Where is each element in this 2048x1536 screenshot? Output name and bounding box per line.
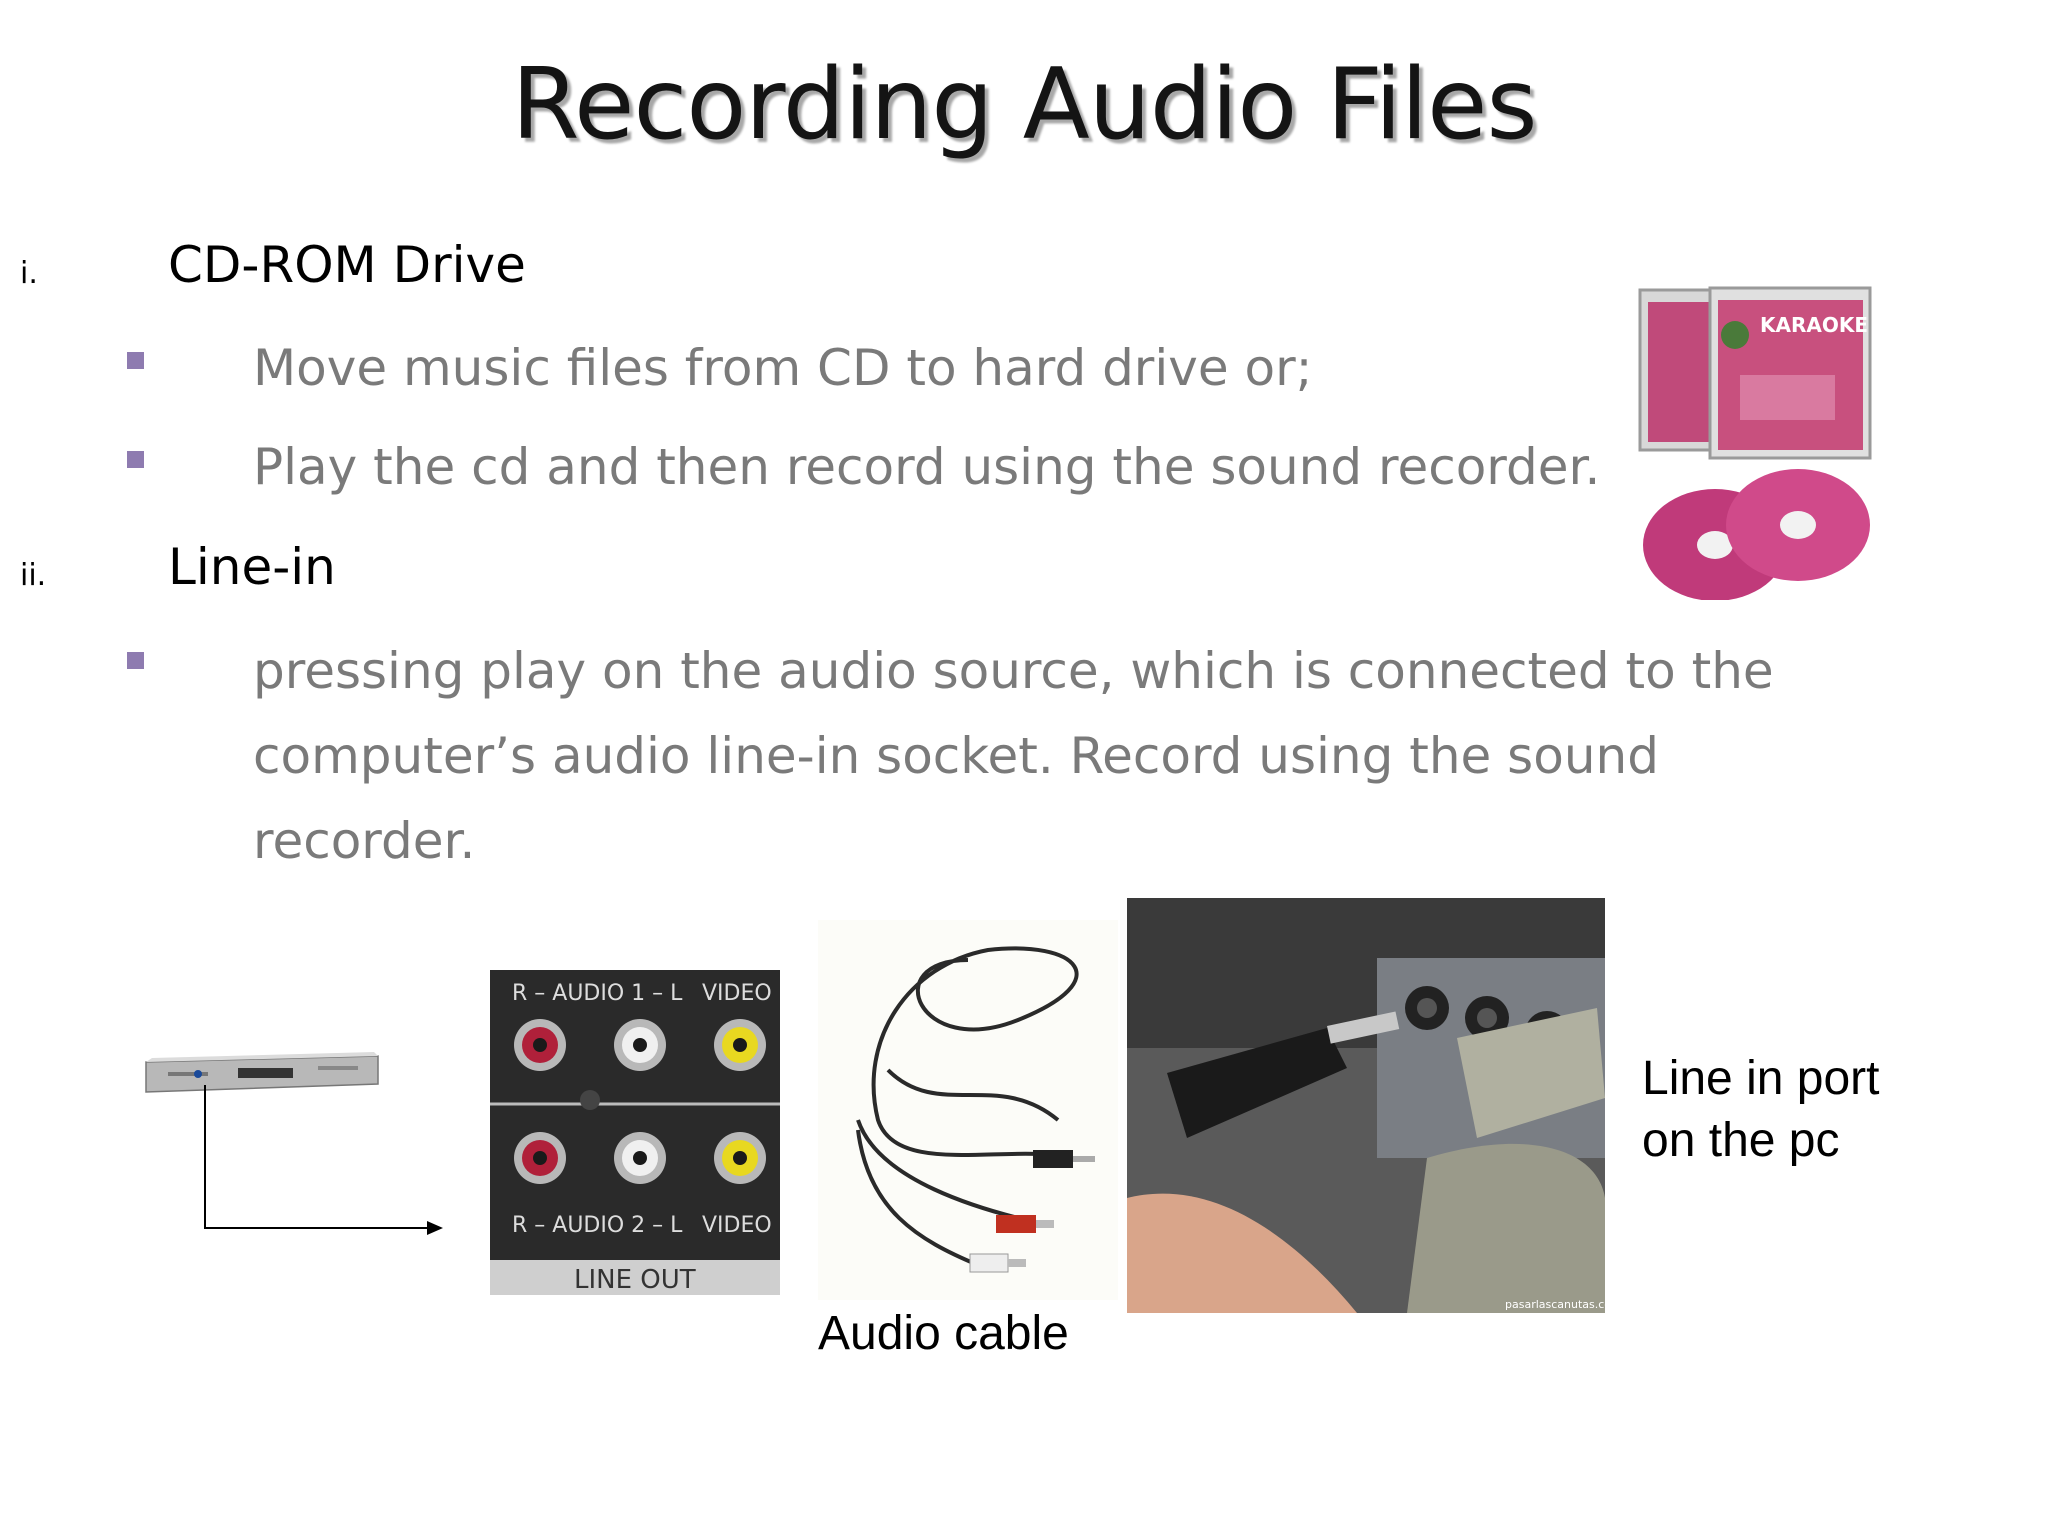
panel-label-line-out: LINE OUT [574, 1265, 696, 1295]
cd-label: KARAOKE [1760, 313, 1868, 337]
connection-arrow [204, 1085, 443, 1235]
panel-label-video2: VIDEO 2 [702, 1213, 780, 1238]
audio-cable-image [818, 920, 1118, 1300]
bullet-text: pressing play on the audio source, which… [253, 642, 1774, 870]
section-heading-1: CD-ROM Drive [168, 236, 526, 294]
slide-title: Recording Audio Files [511, 48, 1537, 162]
audio-cable-caption: Audio cable [818, 1307, 1069, 1360]
section-number-2: ii. [20, 558, 47, 593]
line-in-port-caption: Line in port on the pc [1642, 1052, 1880, 1167]
bullet-text: Play the cd and then record using the so… [253, 438, 1601, 496]
section-number-1: i. [20, 256, 38, 291]
line-out-panel-image: R – AUDIO 1 – L VIDEO 1 R – AUDIO 2 – L … [490, 970, 780, 1295]
panel-label-audio2: R – AUDIO 2 – L [512, 1213, 683, 1238]
rca-jacks [514, 1019, 766, 1184]
bullet-text: Move music files from CD to hard drive o… [253, 339, 1313, 397]
photo-credit: pasarlascanutas.com [1505, 1298, 1605, 1311]
bullet-marker [127, 652, 144, 669]
dvd-player-image [145, 1052, 379, 1093]
karaoke-cd-image: KARAOKE [1638, 286, 1872, 600]
bullet-marker [127, 451, 144, 468]
panel-label-audio1: R – AUDIO 1 – L [512, 981, 683, 1006]
panel-label-video1: VIDEO 1 [702, 981, 780, 1006]
bullet-marker [127, 352, 144, 369]
line-in-port-photo: pasarlascanutas.com [1127, 898, 1605, 1313]
section-heading-2: Line-in [168, 538, 336, 596]
